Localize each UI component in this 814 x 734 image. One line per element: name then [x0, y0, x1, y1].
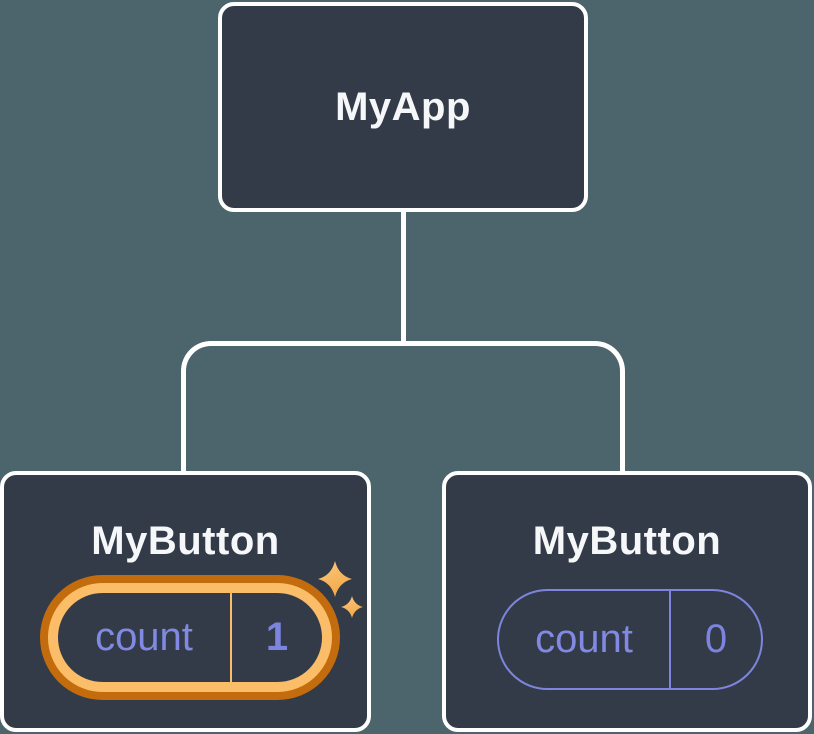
state-value-left: 1: [265, 615, 289, 659]
sparkle-large: [318, 561, 352, 597]
state-value-right: 0: [704, 617, 728, 661]
pill-divider-right: [669, 591, 671, 688]
sparkles-icon: [318, 561, 363, 618]
connector-branch-line: [181, 341, 625, 471]
child-component-label-left: MyButton: [91, 519, 280, 563]
state-pill-highlighted: count 1: [48, 583, 332, 692]
root-component-label: MyApp: [335, 84, 471, 129]
connector-stem-line: [401, 212, 406, 344]
pill-divider-left: [230, 593, 232, 682]
root-component-node: MyApp: [218, 2, 588, 212]
state-pill-default: count 0: [497, 589, 763, 690]
child-component-label-right: MyButton: [532, 519, 722, 563]
state-name-right: count: [535, 617, 633, 661]
sparkle-small: [341, 596, 363, 618]
state-name-left: count: [95, 615, 193, 659]
